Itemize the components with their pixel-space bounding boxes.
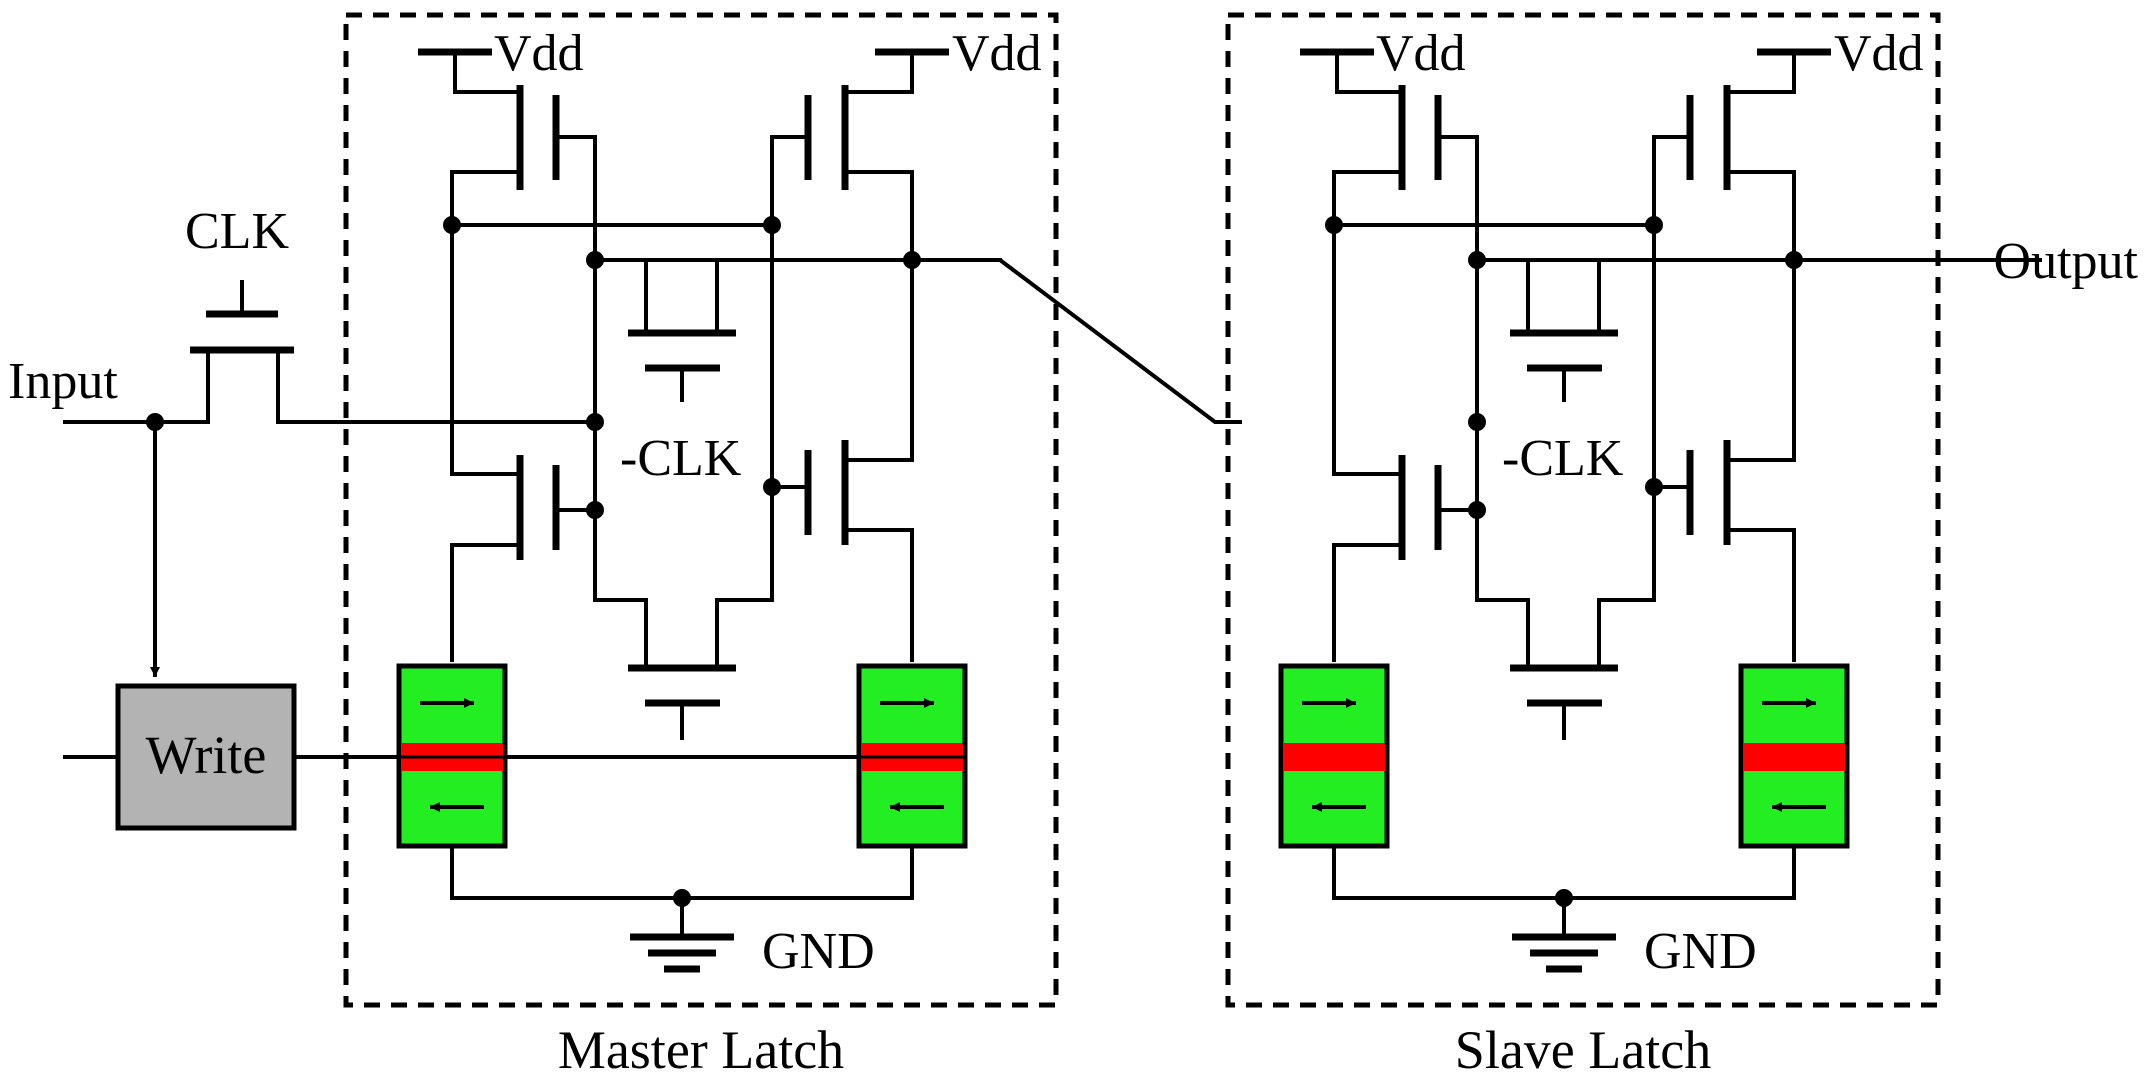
junction-dot bbox=[586, 413, 604, 431]
junction-dot bbox=[443, 216, 461, 234]
master-latch: Vdd Vdd -CLK bbox=[292, 12, 1059, 1008]
slave-latch-boundary bbox=[1225, 12, 1941, 1008]
clk-drain-wire bbox=[276, 348, 597, 424]
left-branch-wire bbox=[450, 170, 522, 476]
junction-dot bbox=[1645, 216, 1663, 234]
gnd-label-1: GND bbox=[762, 923, 875, 980]
clk-label: CLK bbox=[185, 203, 289, 260]
mtj-barrier bbox=[1743, 743, 1845, 771]
neg-clk-label-2: -CLK bbox=[1502, 430, 1624, 487]
junction-dot bbox=[763, 216, 781, 234]
pmos-right-gate-wire bbox=[770, 135, 810, 489]
master-to-slave-wire bbox=[910, 258, 1242, 424]
slave-latch: Vdd Vdd -CLK bbox=[1225, 12, 1941, 1008]
mtj-barrier bbox=[1283, 743, 1385, 771]
left-branch-wire bbox=[1332, 170, 1404, 476]
eq-bot-right bbox=[715, 485, 774, 667]
input-wire bbox=[63, 348, 210, 424]
neg-clk-label-1: -CLK bbox=[620, 430, 742, 487]
junction-dot bbox=[1325, 216, 1343, 234]
gnd-label-2: GND bbox=[1644, 923, 1757, 980]
vdd-label-1: Vdd bbox=[494, 25, 584, 82]
eq-bot-right bbox=[1597, 485, 1656, 667]
mtj-slave-left bbox=[1278, 663, 1390, 849]
eq-bot-left bbox=[593, 598, 648, 667]
pmos-right-gate-wire bbox=[1652, 135, 1692, 489]
master-latch-caption: Master Latch bbox=[558, 1020, 844, 1078]
nmos-left-drain bbox=[450, 543, 522, 662]
master-latch-boundary bbox=[343, 12, 1059, 1008]
vdd-label-3: Vdd bbox=[1376, 25, 1466, 82]
nmos-right-drain bbox=[1725, 528, 1796, 662]
mtj-master-left bbox=[396, 663, 508, 849]
nmos-left-drain bbox=[1332, 543, 1404, 662]
right-branch-wire bbox=[1725, 170, 1796, 462]
input-stage: Input CLK Write bbox=[8, 203, 597, 831]
mtj-slave-right bbox=[1738, 663, 1850, 849]
pmos-left-gate-wire bbox=[554, 135, 597, 262]
junction-dot bbox=[1468, 413, 1486, 431]
input-label: Input bbox=[8, 353, 118, 410]
pmos-left-gate-wire bbox=[1436, 135, 1479, 262]
vdd-label-2: Vdd bbox=[952, 25, 1042, 82]
mtj-master-right bbox=[856, 663, 968, 849]
slave-latch-caption: Slave Latch bbox=[1455, 1020, 1711, 1078]
eq-bot-left bbox=[1475, 598, 1530, 667]
output-label: Output bbox=[1994, 233, 2139, 290]
write-block bbox=[115, 683, 297, 831]
vdd-label-4: Vdd bbox=[1834, 25, 1924, 82]
nmos-right-drain bbox=[843, 528, 914, 662]
right-branch-wire bbox=[843, 170, 914, 462]
write-label: Write bbox=[146, 725, 267, 785]
